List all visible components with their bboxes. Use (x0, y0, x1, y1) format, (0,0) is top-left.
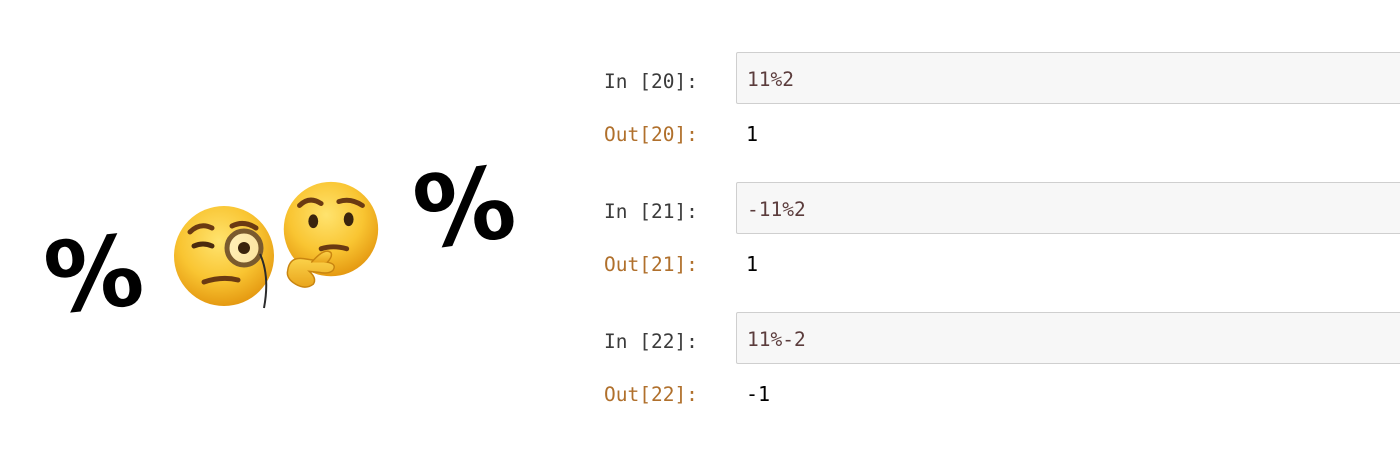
output-prompt: Out[21]: (604, 253, 698, 276)
input-prompt: In [22]: (604, 330, 698, 353)
output-value: 1 (746, 122, 759, 146)
input-prompt: In [20]: (604, 70, 698, 93)
code-input-area[interactable]: 11%2 (736, 52, 1400, 104)
percent-sign-right: % (406, 143, 523, 273)
percent-sign-left: % (39, 213, 149, 338)
output-value: 1 (746, 252, 759, 276)
face-with-monocle-icon (166, 196, 286, 316)
output-value: -1 (746, 382, 771, 406)
code-input-area[interactable]: 11%-2 (736, 312, 1400, 364)
thinking-face-icon (270, 176, 388, 294)
code-text: 11%2 (747, 68, 794, 91)
input-prompt: In [21]: (604, 200, 698, 223)
notebook-cell-22: In [22]: 11%-2 Out[22]: -1 (604, 312, 1400, 442)
code-text: 11%-2 (747, 328, 806, 351)
output-prompt: Out[20]: (604, 123, 698, 146)
output-prompt: Out[22]: (604, 383, 698, 406)
notebook-cell-21: In [21]: -11%2 Out[21]: 1 (604, 182, 1400, 312)
notebook-cells: In [20]: 11%2 Out[20]: 1 In [21]: -11%2 … (604, 52, 1400, 442)
decorative-artwork: % (0, 0, 560, 476)
code-text: -11%2 (747, 198, 806, 221)
notebook-cell-20: In [20]: 11%2 Out[20]: 1 (604, 52, 1400, 182)
code-input-area[interactable]: -11%2 (736, 182, 1400, 234)
